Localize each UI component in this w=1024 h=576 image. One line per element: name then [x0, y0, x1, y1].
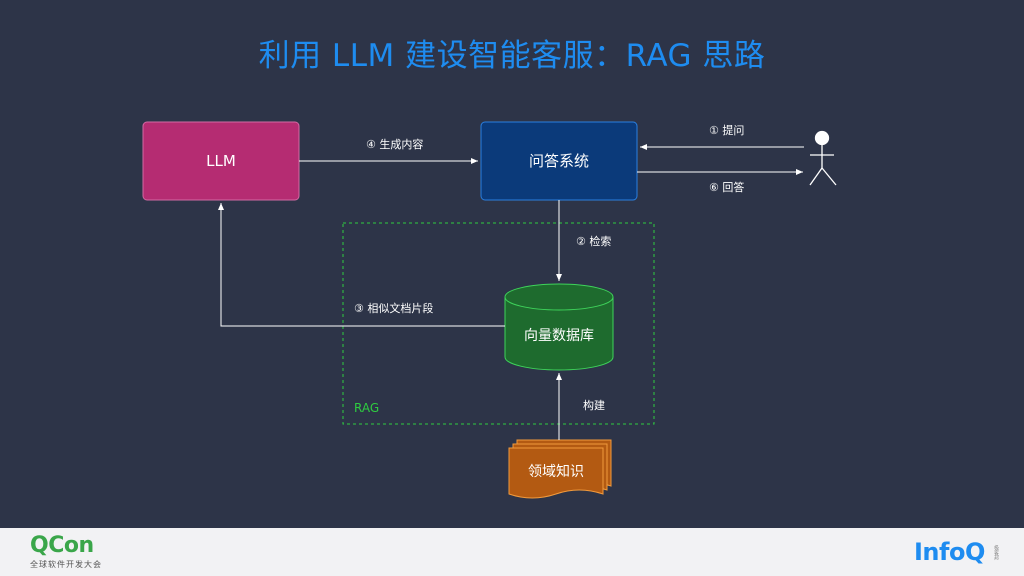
- user-icon: [809, 130, 837, 186]
- slide: 利用 LLM 建设智能客服：RAG 思路 RAG LLM 问答系统 向量数据库: [142, 38, 837, 499]
- build-label: 构建: [583, 398, 605, 412]
- rag-group-border: [342, 222, 655, 425]
- domain-knowledge-node: 领域知识: [508, 439, 612, 499]
- infoq-logo: InfoQ: [914, 538, 985, 566]
- generate-label: ④ 生成内容: [366, 137, 423, 151]
- qa-system-label: 问答系统: [529, 152, 589, 170]
- slide-title: 利用 LLM 建设智能客服：RAG 思路: [258, 38, 766, 74]
- domain-knowledge-label: 领域知识: [528, 463, 584, 480]
- answer-label: ⑥ 回答: [709, 180, 744, 194]
- vector-db-label: 向量数据库: [524, 328, 594, 344]
- qa-system-node: 问答系统: [480, 121, 638, 201]
- similar-docs-label: ③ 相似文档片段: [354, 301, 433, 315]
- similar-docs-arrow: [218, 203, 505, 327]
- qcon-wordmark: QCon: [30, 533, 94, 558]
- ask-label: ① 提问: [709, 124, 744, 137]
- footer-bar: [0, 528, 1024, 576]
- rag-diagram: RAG LLM 问答系统 向量数据库 领域知识: [142, 121, 837, 499]
- llm-node: LLM: [142, 121, 300, 201]
- llm-label: LLM: [206, 152, 236, 170]
- retrieve-label: ② 检索: [576, 234, 611, 248]
- vector-db-node: 向量数据库: [504, 283, 614, 371]
- qcon-logo: QCon 全球软件开发大会: [30, 534, 102, 570]
- rag-group-label: RAG: [354, 401, 379, 415]
- infoq-mark: 极客邦: [993, 545, 999, 560]
- qcon-subtitle: 全球软件开发大会: [30, 560, 102, 569]
